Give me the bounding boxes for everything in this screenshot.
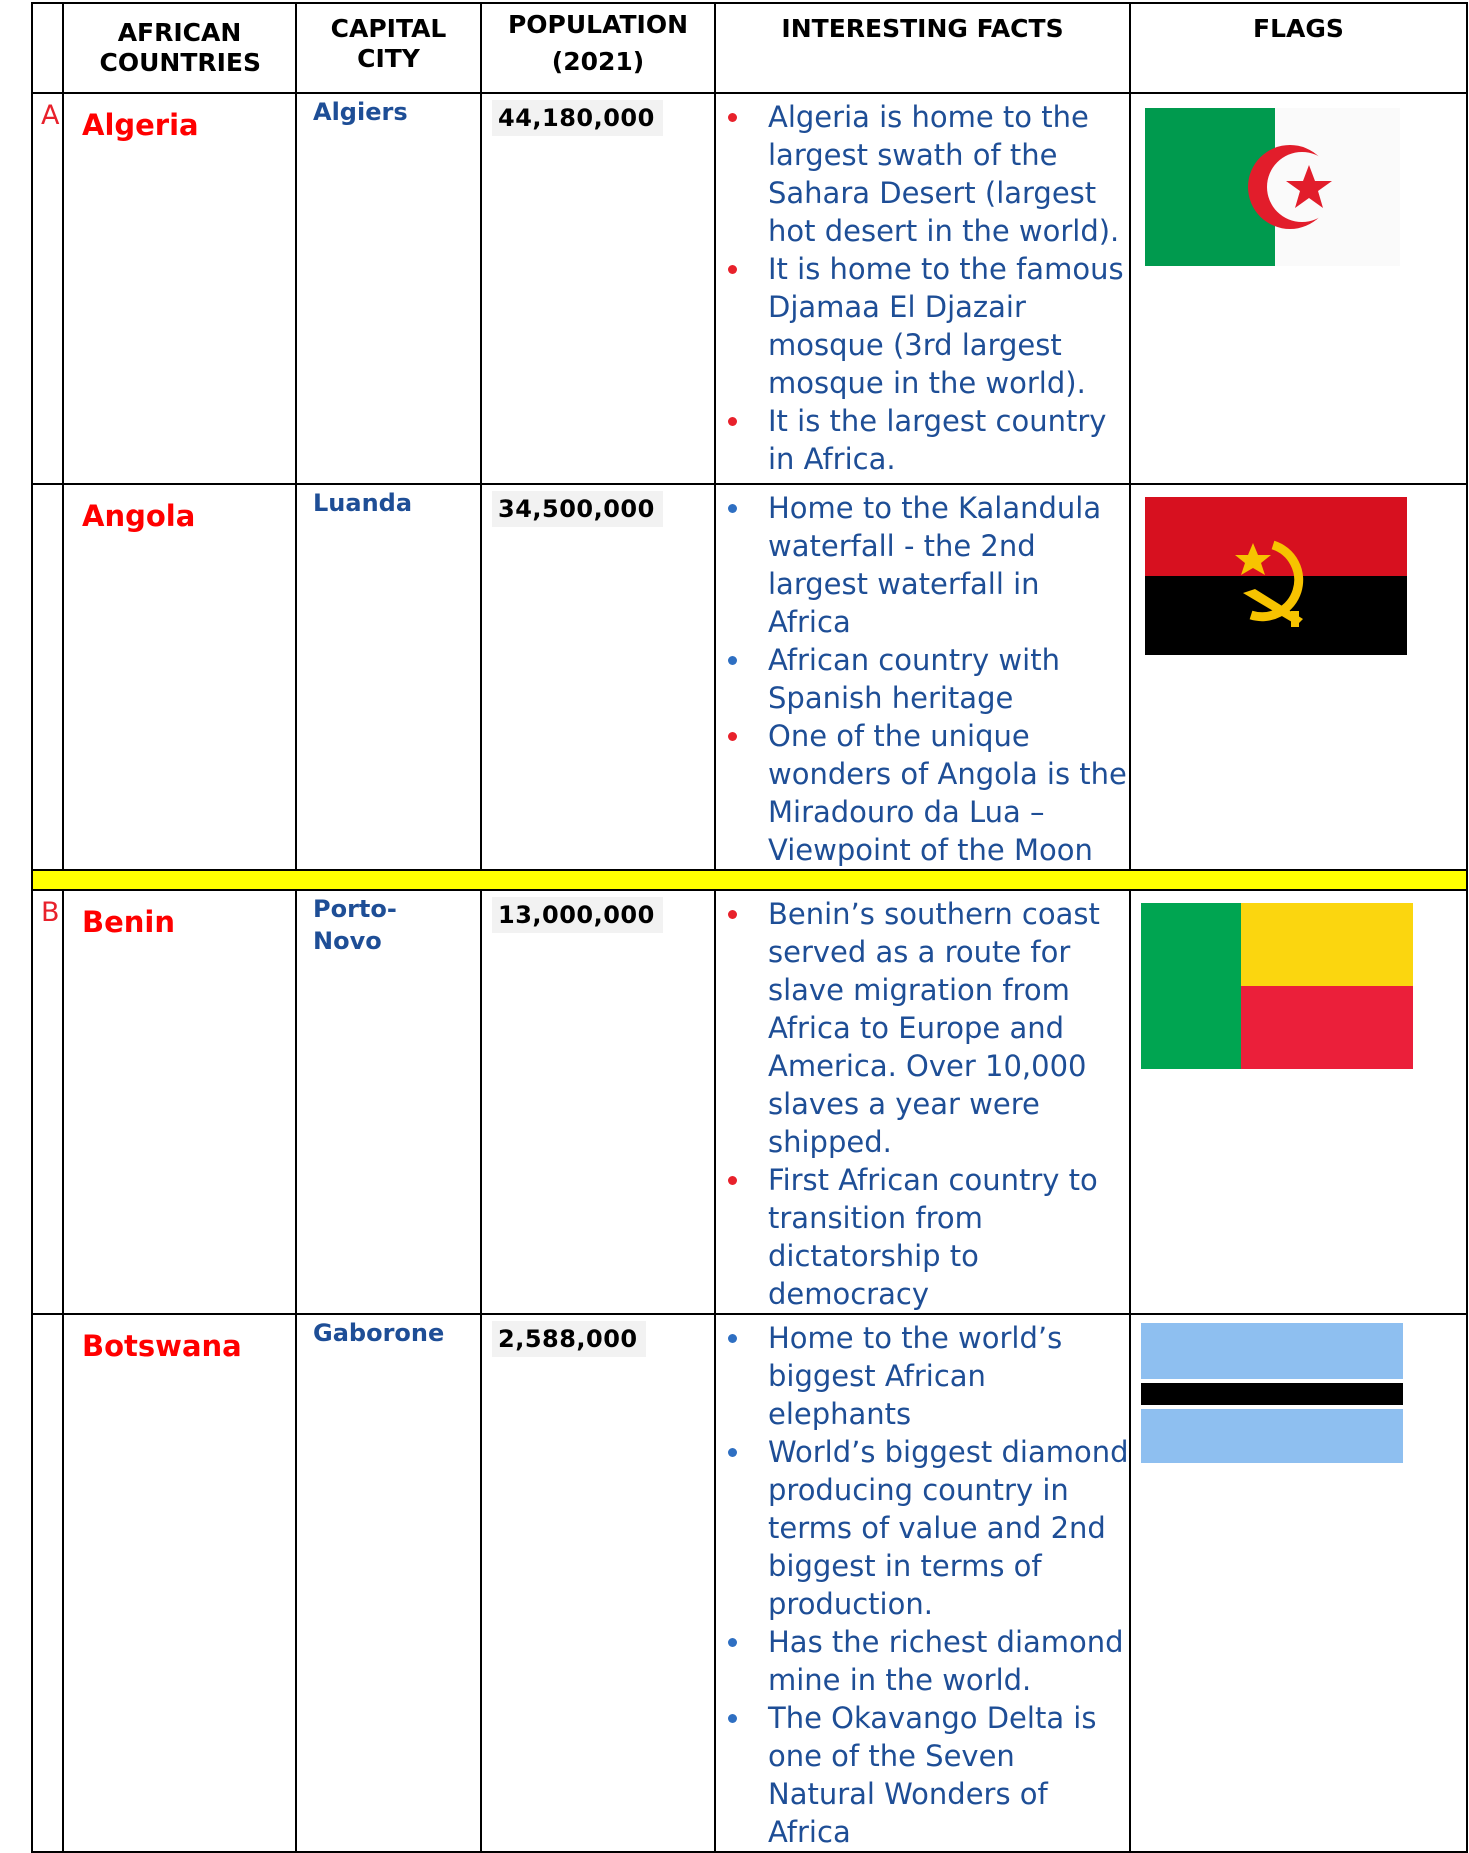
fact-item: Has the richest diamond mine in the worl… bbox=[716, 1623, 1129, 1699]
benin-flag-icon bbox=[1141, 903, 1413, 1069]
flag-cell bbox=[1129, 92, 1468, 485]
bullet-icon bbox=[728, 1176, 737, 1185]
header-capital: CAPITAL CITY bbox=[295, 2, 482, 94]
population-cell: 2,588,000 bbox=[480, 1313, 716, 1853]
facts-cell: Home to the Kalandula waterfall - the 2n… bbox=[714, 483, 1131, 871]
capital-city: Algiers bbox=[295, 92, 482, 485]
group-letter-empty bbox=[31, 1313, 64, 1853]
table-row: Angola Luanda 34,500,000 Home to the Kal… bbox=[31, 483, 1468, 871]
facts-cell: Home to the world’s biggest African elep… bbox=[714, 1313, 1131, 1853]
fact-item: Home to the Kalandula waterfall - the 2n… bbox=[716, 489, 1129, 641]
capital-city: Porto-Novo bbox=[295, 889, 482, 1315]
country-name: Benin bbox=[62, 889, 297, 1315]
population-value: 2,588,000 bbox=[492, 1321, 646, 1357]
bullet-icon bbox=[728, 1714, 737, 1723]
countries-table: AFRICAN COUNTRIES CAPITAL CITY POPULATIO… bbox=[31, 2, 1468, 1853]
facts-cell: Benin’s southern coast served as a route… bbox=[714, 889, 1131, 1315]
group-letter: A bbox=[31, 92, 64, 485]
angola-flag-icon bbox=[1145, 497, 1407, 655]
bullet-icon bbox=[728, 504, 737, 513]
bullet-icon bbox=[728, 265, 737, 274]
population-cell: 44,180,000 bbox=[480, 92, 716, 485]
header-population: POPULATION (2021) bbox=[480, 2, 716, 94]
population-value: 44,180,000 bbox=[492, 100, 663, 136]
country-name: Botswana bbox=[62, 1313, 297, 1853]
facts-list: Algeria is home to the largest swath of … bbox=[716, 94, 1129, 478]
flag-cell bbox=[1129, 483, 1468, 871]
fact-item: Home to the world’s biggest African elep… bbox=[716, 1319, 1129, 1433]
country-name: Algeria bbox=[62, 92, 297, 485]
fact-item: It is the largest country in Africa. bbox=[716, 402, 1129, 478]
facts-list: Benin’s southern coast served as a route… bbox=[716, 891, 1129, 1313]
algeria-flag-icon bbox=[1145, 108, 1400, 266]
bullet-icon bbox=[728, 1448, 737, 1457]
bullet-icon bbox=[728, 910, 737, 919]
fact-item: World’s biggest diamond producing countr… bbox=[716, 1433, 1129, 1623]
fact-item: African country with Spanish heritage bbox=[716, 641, 1129, 717]
country-name: Angola bbox=[62, 483, 297, 871]
header-row: AFRICAN COUNTRIES CAPITAL CITY POPULATIO… bbox=[31, 2, 1468, 94]
group-letter-empty bbox=[31, 483, 64, 871]
header-countries: AFRICAN COUNTRIES bbox=[62, 2, 297, 94]
bullet-icon bbox=[728, 113, 737, 122]
table-row: Botswana Gaborone 2,588,000 Home to the … bbox=[31, 1313, 1468, 1853]
header-facts: INTERESTING FACTS bbox=[714, 2, 1131, 94]
capital-city: Luanda bbox=[295, 483, 482, 871]
population-value: 34,500,000 bbox=[492, 491, 663, 527]
population-cell: 13,000,000 bbox=[480, 889, 716, 1315]
facts-list: Home to the Kalandula waterfall - the 2n… bbox=[716, 485, 1129, 869]
population-cell: 34,500,000 bbox=[480, 483, 716, 871]
botswana-flag-icon bbox=[1141, 1323, 1403, 1463]
fact-item: One of the unique wonders of Angola is t… bbox=[716, 717, 1129, 869]
bullet-icon bbox=[728, 656, 737, 665]
fact-item: The Okavango Delta is one of the Seven N… bbox=[716, 1699, 1129, 1851]
fact-item: First African country to transition from… bbox=[716, 1161, 1129, 1313]
capital-city: Gaborone bbox=[295, 1313, 482, 1853]
flag-cell bbox=[1129, 889, 1468, 1315]
fact-item: It is home to the famous Djamaa El Djaza… bbox=[716, 250, 1129, 402]
bullet-icon bbox=[728, 1638, 737, 1647]
bullet-icon bbox=[728, 732, 737, 741]
population-value: 13,000,000 bbox=[492, 897, 663, 933]
bullet-icon bbox=[728, 417, 737, 426]
header-flags: FLAGS bbox=[1129, 2, 1468, 94]
facts-cell: Algeria is home to the largest swath of … bbox=[714, 92, 1131, 485]
fact-item: Algeria is home to the largest swath of … bbox=[716, 98, 1129, 250]
group-separator bbox=[31, 869, 1468, 891]
table-row: B Benin Porto-Novo 13,000,000 Benin’s so… bbox=[31, 889, 1468, 1315]
fact-item: Benin’s southern coast served as a route… bbox=[716, 895, 1129, 1161]
flag-cell bbox=[1129, 1313, 1468, 1853]
facts-list: Home to the world’s biggest African elep… bbox=[716, 1315, 1129, 1851]
bullet-icon bbox=[728, 1334, 737, 1343]
group-letter: B bbox=[31, 889, 64, 1315]
table-row: A Algeria Algiers 44,180,000 Algeria is … bbox=[31, 92, 1468, 485]
header-letter bbox=[31, 2, 64, 94]
